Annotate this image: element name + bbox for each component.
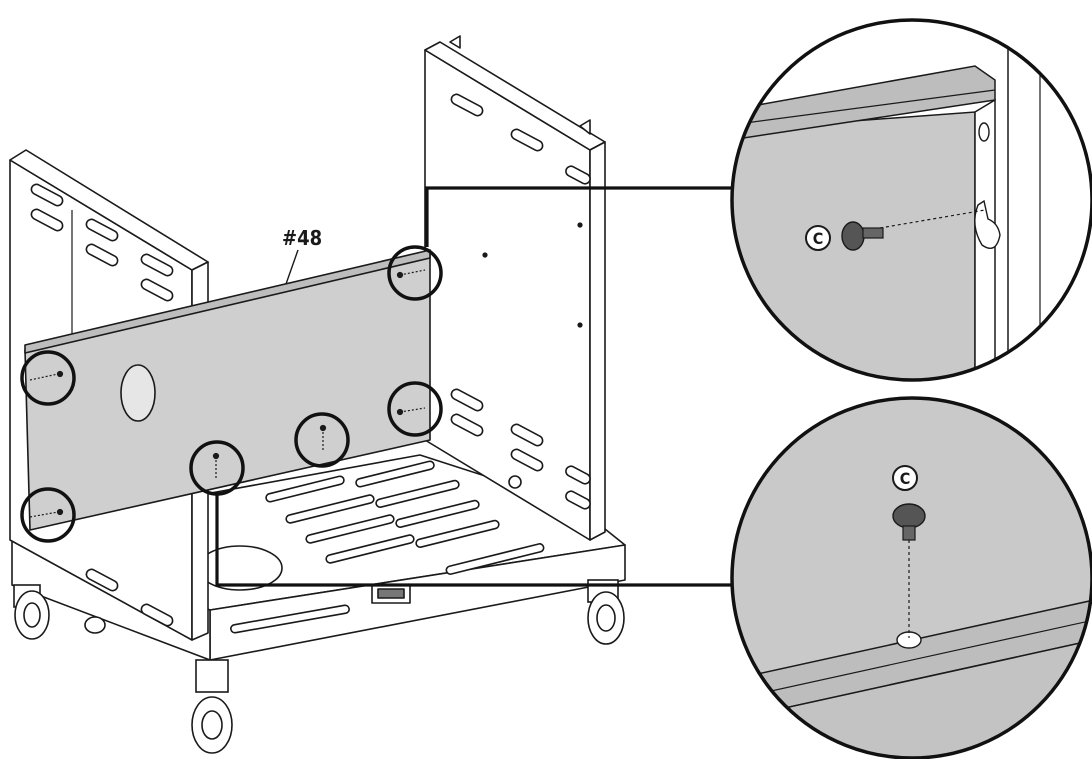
fastener-badge-top: C <box>805 225 831 251</box>
caster-front-left <box>191 659 233 754</box>
leader-lines <box>215 186 735 587</box>
callout-bottom-center <box>294 412 350 468</box>
part-label-group: #48 <box>282 226 322 285</box>
screw-icon-bottom <box>892 503 926 541</box>
leader-bottom <box>215 494 735 587</box>
detail-view-top: C <box>730 18 1092 382</box>
caster-front-right <box>587 579 625 645</box>
callout-lower-left <box>20 487 76 543</box>
screw-bottom-left <box>212 452 220 480</box>
screw-bottom-center <box>319 424 327 450</box>
panel-screws <box>29 269 426 518</box>
callout-upper-right <box>387 245 443 301</box>
callout-lower-right <box>387 381 443 437</box>
callout-upper-left <box>20 350 76 406</box>
panel-hole <box>120 364 156 422</box>
leader-top <box>425 186 735 247</box>
screw-lower-right <box>396 407 426 416</box>
caster-wheels <box>13 579 625 754</box>
detail-view-bottom: C <box>730 396 1092 759</box>
right-side-panel <box>424 35 606 541</box>
back-panel-48 <box>24 249 431 531</box>
side-knob <box>84 616 106 634</box>
caster-back-left <box>13 584 50 640</box>
screw-icon-top <box>841 221 884 251</box>
screw-lower-left <box>29 508 64 518</box>
base-slots <box>265 460 545 575</box>
fastener-label-bottom: C <box>900 469 911 488</box>
callout-circles <box>20 245 443 543</box>
part-label: #48 <box>282 226 322 250</box>
fastener-label-top: C <box>813 229 824 248</box>
fastener-badge-bottom: C <box>892 465 918 491</box>
screw-upper-right <box>396 269 426 279</box>
screw-upper-left <box>29 370 64 381</box>
